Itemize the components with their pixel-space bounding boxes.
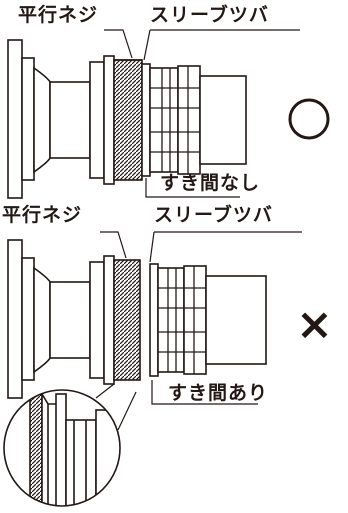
top-tube [199,75,247,165]
top-body [49,81,91,159]
bottom-hex-nut [89,261,105,379]
bottom-sleeve-flange-label: スリーブツバ [154,204,273,226]
bottom-assembly [7,231,302,431]
top-thread [113,59,143,181]
bottom-body [49,281,91,359]
bottom-parallel-thread-label: 平行ネジ [2,204,83,226]
top-hex-nut [89,61,105,179]
bottom-sleeve-flange [149,263,159,377]
top-sleeve-flange-label: スリーブツバ [150,4,269,26]
top-neck [33,66,51,174]
bottom-thread [113,259,141,381]
top-assembly [7,29,300,199]
zoom-circle [3,389,121,507]
bottom-gap-label: すき間あり [168,382,269,404]
top-flange [7,39,23,199]
zoom-detail [3,389,121,507]
cross-ng-icon: × [296,299,333,350]
top-parallel-thread-label: 平行ネジ [18,4,99,26]
top-gap-label: すき間なし [160,172,261,194]
bottom-tube [205,275,267,365]
circle-ok-icon [285,95,333,143]
bottom-flange [7,239,23,399]
bottom-sleeve [157,267,185,373]
top-sleeve [149,67,179,173]
bottom-neck [33,266,51,374]
top-sleeve-flange [141,63,151,177]
